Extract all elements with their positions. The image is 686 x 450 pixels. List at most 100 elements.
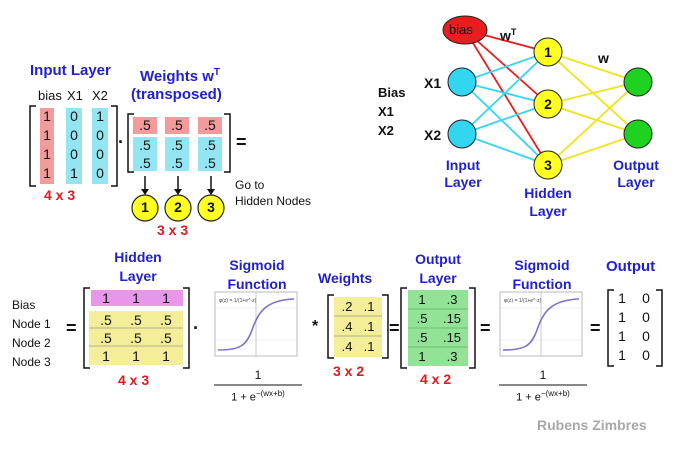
input-cell: 0: [70, 108, 78, 124]
sigmoid-plot-1-label: φ(z) = 1/(1+e^-z): [219, 298, 257, 304]
hidden-node-2: [533, 89, 563, 119]
hidden-bias-row-highlight: [91, 290, 183, 306]
hidden-cell: .5: [160, 330, 172, 346]
hidden-matrix-left-bracket: [83, 287, 90, 369]
weights-cell: .5: [139, 137, 151, 153]
hidden-node-circle-1: [131, 194, 159, 222]
input-cell: 0: [96, 165, 104, 181]
author-credit: Rubens Zimbres: [537, 417, 647, 433]
weights-row1-col3: [198, 117, 222, 134]
output-cell: 0: [642, 309, 650, 325]
weights-cell: .5: [171, 117, 183, 133]
sigmoid-denominator-2: 1 + e−(wx+b): [516, 389, 570, 404]
weights-3x2-left-bracket: [327, 294, 334, 359]
weights-3x2-right-bracket: [382, 294, 389, 359]
output-layer-cell: .5: [416, 330, 428, 345]
weights-matrix-right-bracket: [224, 113, 231, 173]
network-edges: [461, 29, 639, 166]
output-layer-cell: .3: [446, 349, 458, 364]
input-cell: 0: [96, 146, 104, 162]
output-layer-dims: 4 x 2: [420, 371, 452, 387]
output-layer-cell: .15: [442, 330, 462, 345]
hidden-cell: 1: [162, 348, 170, 364]
bottom-equals-2: =: [389, 318, 400, 338]
input-node-x2: [447, 119, 477, 149]
input-cell: 1: [43, 165, 51, 181]
hidden-dims: 4 x 3: [118, 372, 150, 388]
output-layer-cell: .3: [446, 292, 458, 307]
output-cell: 1: [618, 328, 626, 344]
hidden-node-circle-3: [197, 194, 225, 222]
arrow-down-3: [207, 189, 215, 195]
sigmoid-denominator-1: 1 + e−(wx+b): [231, 389, 285, 404]
col-header-x1: X1: [67, 88, 83, 103]
weights-title: Weights wT: [140, 67, 221, 85]
output-layer-cell: .5: [416, 311, 428, 326]
output-cell: 1: [618, 347, 626, 363]
weights-row1-col1: [133, 117, 157, 134]
sigmoid-numerator-2: 1: [539, 368, 547, 382]
input-label-x1: X1: [424, 75, 442, 91]
dot-operator: ·: [118, 132, 124, 152]
network-hidden-label-1: 1: [544, 44, 552, 60]
weights-matrix-left-bracket: [127, 113, 134, 173]
hidden-cell: 1: [132, 348, 140, 364]
arrow-down-2: [174, 189, 182, 195]
weights-dims: 3 x 3: [157, 222, 189, 238]
weights-3x2-cell: .1: [363, 339, 375, 354]
weights-3x2-highlight: [334, 297, 382, 357]
input-node-x1: [447, 67, 477, 97]
hidden-node-label-1: 1: [141, 199, 149, 215]
input-cell: 1: [43, 146, 51, 162]
x2-column-highlight: [92, 108, 108, 184]
output-layer-right-bracket: [469, 287, 476, 369]
hidden-matrix-right-bracket: [183, 287, 190, 369]
weights-subtitle: (transposed): [131, 86, 222, 103]
legend-x2: X2: [378, 123, 394, 138]
output-cell: 0: [642, 347, 650, 363]
input-cell: 1: [96, 108, 104, 124]
output-layer-cell: 1: [418, 292, 426, 307]
bottom-equals-1: =: [66, 318, 77, 338]
multiply-star: *: [312, 318, 319, 335]
legend-bias: Bias: [378, 85, 406, 100]
network-hidden-label-2: 2: [544, 96, 552, 112]
row-label-node3: Node 3: [12, 355, 51, 369]
output-layer-cell: .15: [442, 311, 462, 326]
weights-3x2-dims: 3 x 2: [333, 363, 365, 379]
goto-line2: Hidden Nodes: [235, 194, 312, 208]
weights-cell: .5: [139, 117, 151, 133]
output-left-bracket: [607, 289, 614, 367]
output-layer-cell: 1: [418, 349, 426, 364]
bottom-equals-3: =: [480, 318, 491, 338]
input-cell: 0: [70, 127, 78, 143]
weights-cell: .5: [139, 155, 151, 171]
weights-cell: .5: [204, 117, 216, 133]
sigmoid-plot-2: φ(z) = 1/(1+e^-z): [499, 291, 583, 357]
hidden-cell: 1: [162, 290, 170, 306]
arrow-down-1: [141, 189, 149, 195]
output-node-1: [623, 67, 653, 97]
output-layer-left-bracket: [400, 287, 407, 369]
weights-3x2-title: Weights: [318, 270, 373, 286]
bias-node-label: bias: [449, 22, 473, 37]
hidden-cell: .5: [100, 312, 112, 328]
bias-column-highlight: [40, 108, 54, 184]
hidden-cell: .5: [130, 312, 142, 328]
hidden-node-circle-2: [164, 194, 192, 222]
weights-3x2-cell: .2: [341, 299, 353, 314]
network-hidden-label-3: 3: [544, 157, 552, 173]
output-node-2: [623, 119, 653, 149]
hidden-cell: .5: [130, 330, 142, 346]
input-layer-title: Input Layer: [30, 62, 111, 79]
bottom-dot: ·: [193, 318, 199, 338]
bias-node: [442, 15, 488, 45]
goto-line1: Go to: [235, 178, 265, 192]
hidden-cell: .5: [160, 312, 172, 328]
output-title: Output: [606, 258, 656, 275]
